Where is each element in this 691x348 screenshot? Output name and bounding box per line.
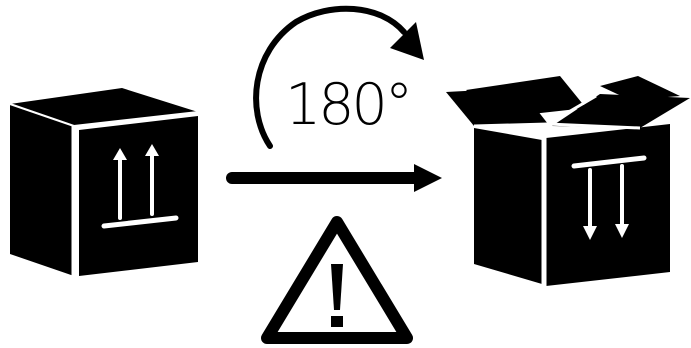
warning-triangle-icon xyxy=(267,222,407,338)
closed-box-arrows-up-icon xyxy=(10,88,198,276)
open-box-arrows-down-icon xyxy=(446,76,690,286)
right-arrow-icon xyxy=(232,164,442,192)
rotation-label: 180° xyxy=(285,72,410,138)
